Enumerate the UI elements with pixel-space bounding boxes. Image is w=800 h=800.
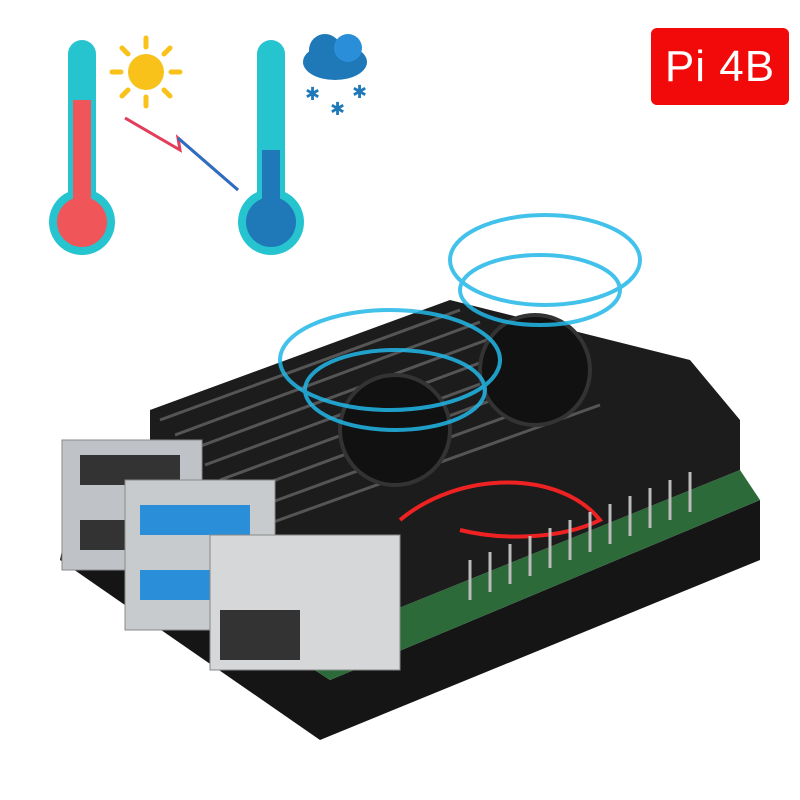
model-badge: Pi 4B: [651, 28, 789, 105]
fan-right-icon: [478, 313, 592, 427]
svg-text:✱: ✱: [305, 84, 320, 104]
svg-text:✱: ✱: [352, 82, 367, 102]
svg-text:✱: ✱: [330, 99, 345, 119]
gpio-pins: [468, 472, 692, 600]
thermometer-cold-icon: [238, 40, 304, 255]
fan-wires: [398, 480, 604, 539]
lightning-icon: [124, 116, 239, 192]
snow-cloud-icon: ✱ ✱ ✱: [303, 34, 367, 119]
airflow-swirls: [278, 213, 642, 432]
thermometer-hot-icon: [49, 40, 115, 255]
raspberry-pi-case: [60, 300, 760, 740]
sun-icon: [109, 35, 183, 109]
